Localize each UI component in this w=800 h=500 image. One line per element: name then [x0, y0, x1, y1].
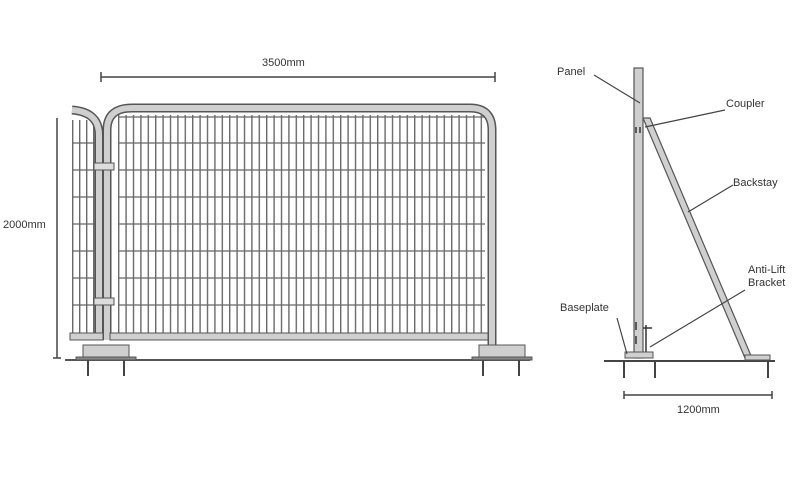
right-foot [471, 344, 533, 376]
baseplate [624, 351, 654, 359]
coupler-label: Coupler [726, 98, 765, 110]
height-label: 2000mm [3, 219, 46, 231]
coupler-bottom [93, 297, 115, 306]
side-view [593, 67, 775, 399]
coupler-leader [644, 109, 726, 128]
backstay-label: Backstay [733, 177, 778, 189]
coupler-top [93, 162, 115, 171]
base-width-label: 1200mm [677, 404, 720, 416]
baseplate-label: Baseplate [560, 302, 609, 314]
width-dimension-line [100, 72, 496, 82]
panel-label: Panel [557, 66, 586, 78]
panel-post [633, 67, 644, 359]
anti-lift-bracket [643, 325, 652, 355]
left-foot [75, 344, 137, 376]
panel-leader [593, 74, 641, 104]
front-view [53, 72, 533, 376]
backstay-leader [687, 184, 734, 213]
backstay [642, 117, 753, 359]
anti-lift-label-line2: Bracket [748, 277, 786, 289]
main-panel-bars [118, 115, 485, 333]
anti-lift-label-line1: Anti-Lift [748, 264, 786, 276]
base-width-dimension-line [623, 391, 773, 399]
height-dimension-line [53, 118, 61, 359]
anti-lift-leader [649, 289, 746, 348]
main-panel-bottom-rail [109, 332, 489, 341]
baseplate-leader [616, 317, 628, 355]
width-label: 3500mm [262, 57, 305, 69]
